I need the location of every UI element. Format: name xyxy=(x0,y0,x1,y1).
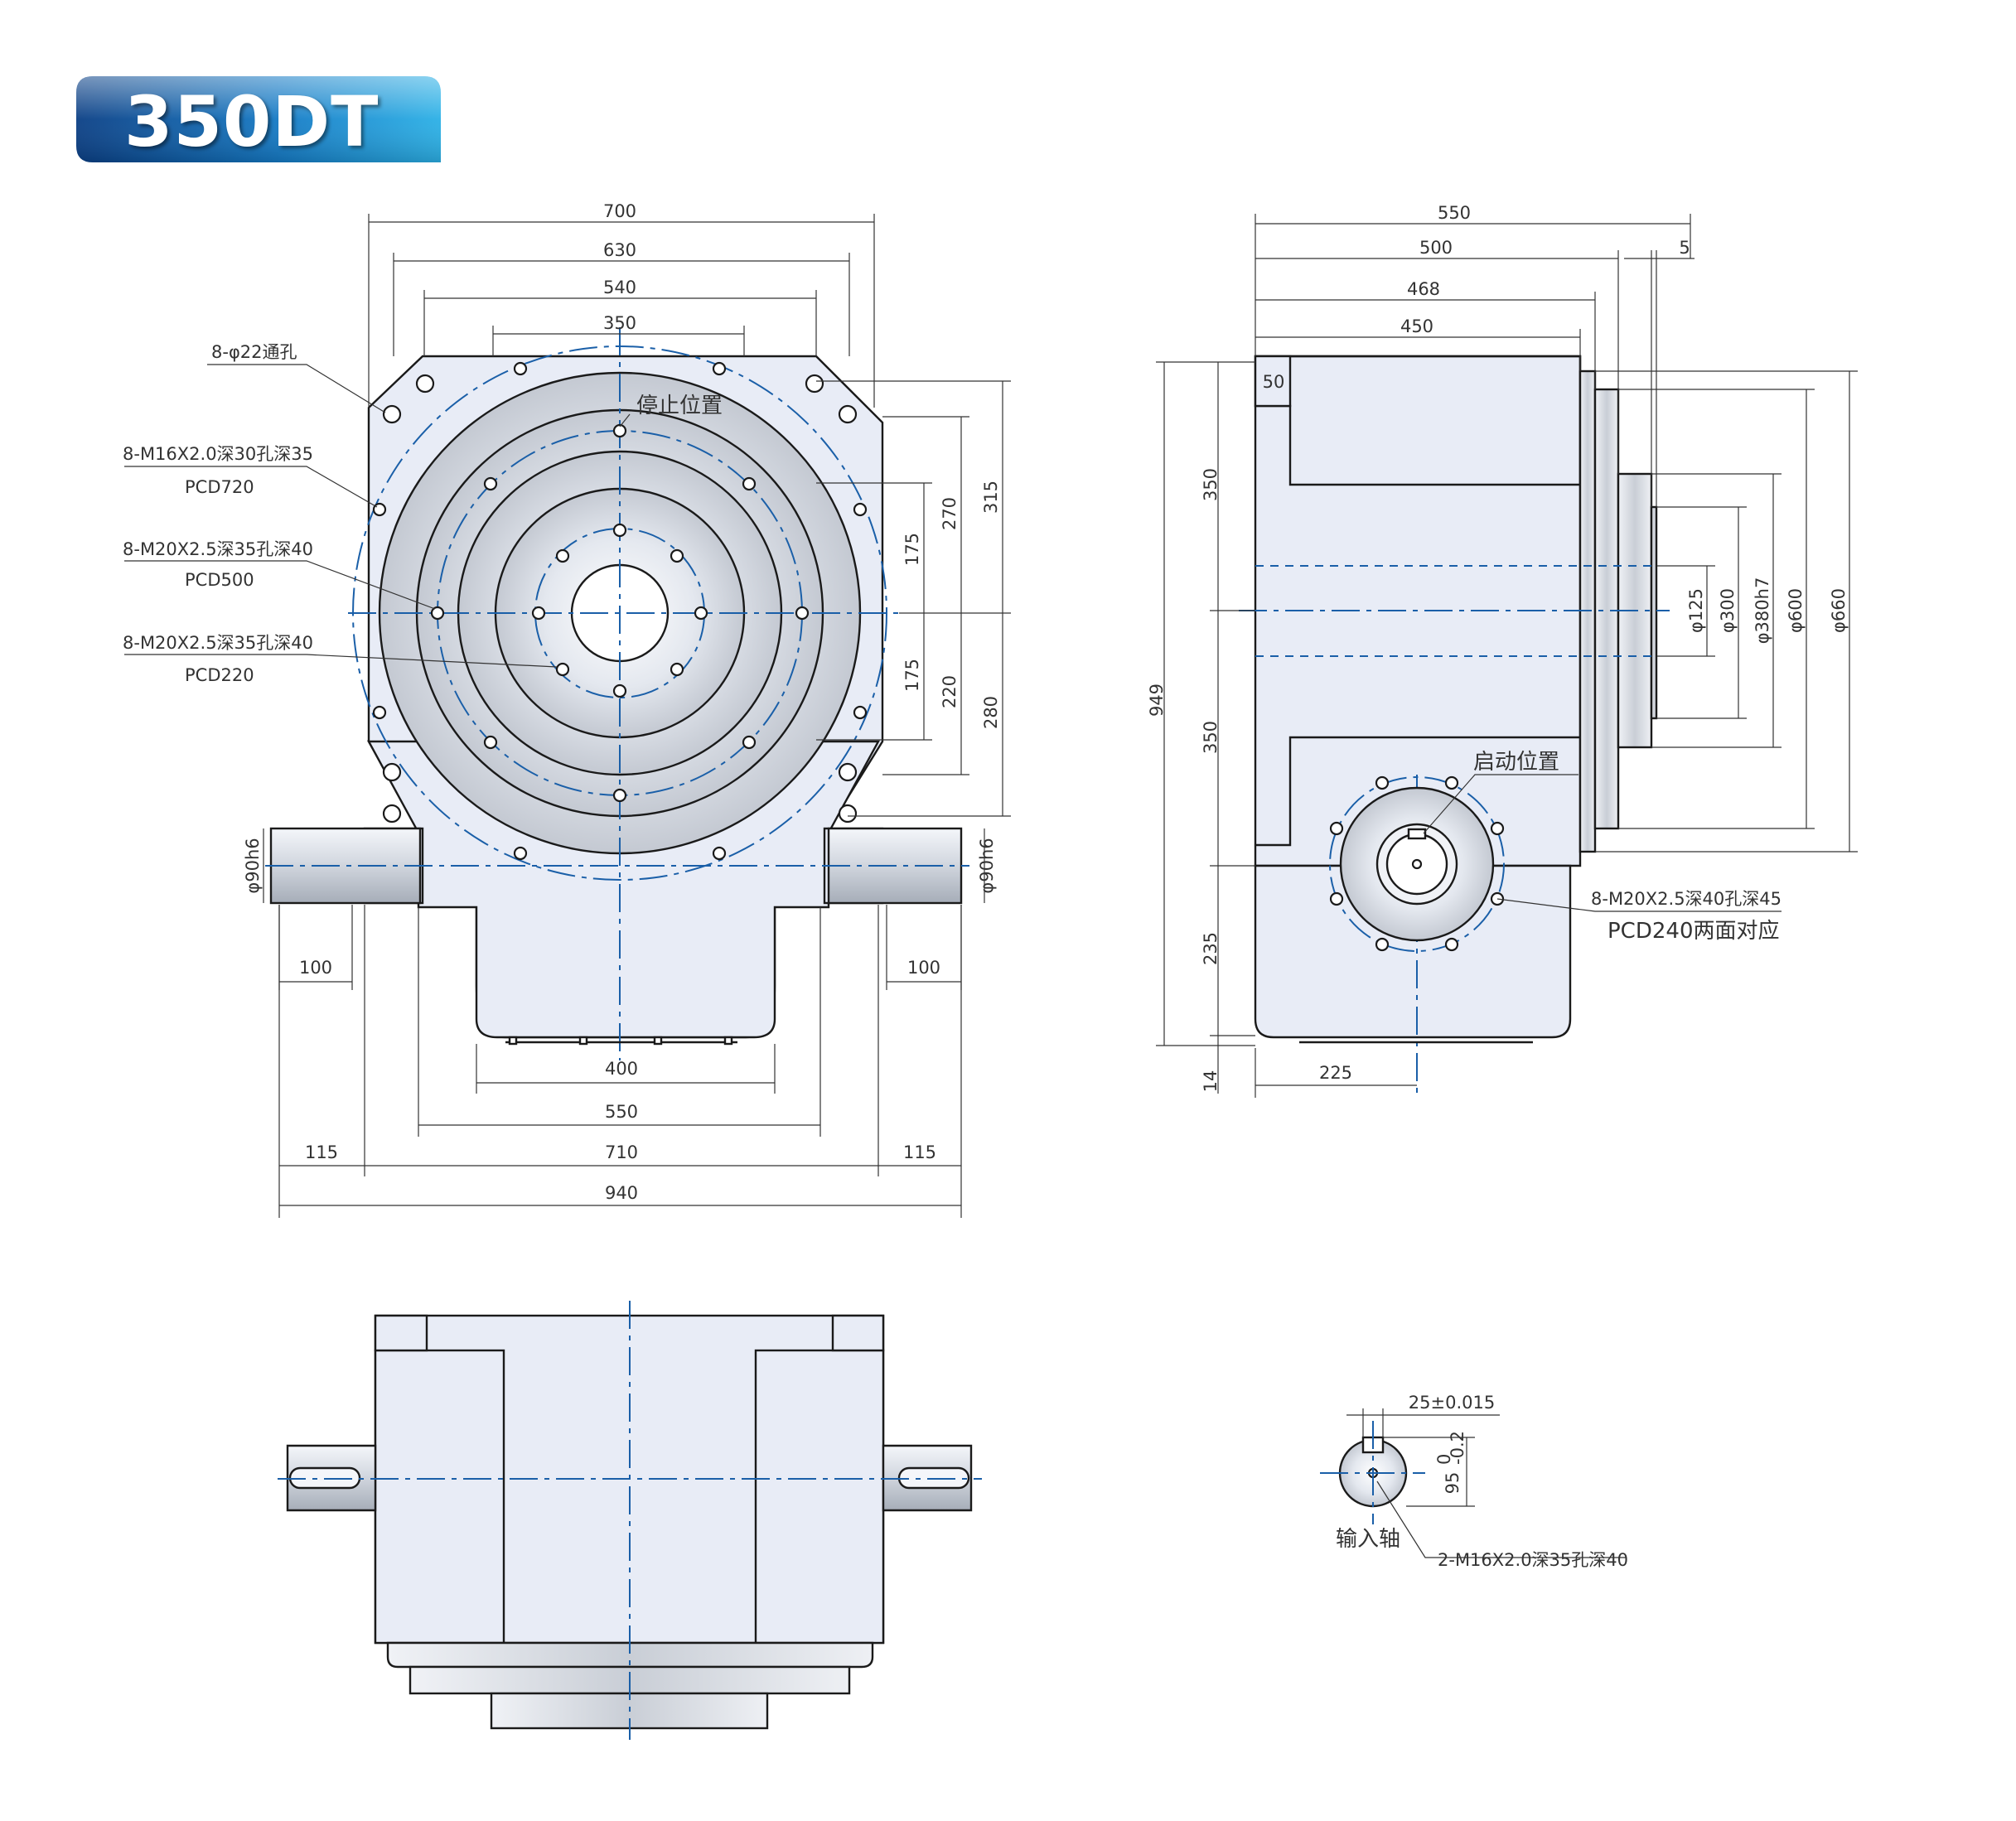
callout-through-holes: 8-φ22通孔 xyxy=(211,342,297,362)
dim-shaft-dia-right: φ90h6 xyxy=(977,838,997,893)
dim-dia-380h7: φ380h7 xyxy=(1753,577,1772,645)
dim-dia-300: φ300 xyxy=(1718,588,1738,633)
flange-2 xyxy=(1593,388,1620,830)
dim-270: 270 xyxy=(940,497,960,530)
dim-450-side: 450 xyxy=(1400,316,1433,336)
bottom-base-1 xyxy=(386,1641,874,1669)
detail-holes-callout: 2-M16X2.0深35孔深40 xyxy=(1438,1550,1628,1570)
dim-540: 540 xyxy=(603,278,636,297)
callout-side-holes: 8-M20X2.5深40孔深45 xyxy=(1591,889,1782,909)
side-corner-block xyxy=(1254,355,1292,408)
dim-949-side: 949 xyxy=(1147,683,1167,717)
dim-115-left: 115 xyxy=(305,1142,338,1162)
callout-m16-pcd: PCD720 xyxy=(185,477,254,497)
callout-m20-holes-a: 8-M20X2.5深35孔深40 xyxy=(123,539,313,559)
dim-14-side: 14 xyxy=(1201,1070,1221,1093)
bottom-feet xyxy=(505,1036,737,1046)
side-view: 550 500 468 450 5 50 350 350 235 14 949 … xyxy=(1147,203,1858,1098)
dim-350: 350 xyxy=(603,313,636,333)
dim-500-side: 500 xyxy=(1419,238,1453,258)
dim-550-side: 550 xyxy=(1438,203,1471,223)
detail-key-depth-tol-low: -0.2 xyxy=(1448,1431,1467,1465)
dim-940: 940 xyxy=(605,1183,638,1203)
dim-350-side-bottom: 350 xyxy=(1201,721,1221,754)
side-lower-step xyxy=(1255,736,1580,847)
callout-m20-pcd-b: PCD220 xyxy=(185,665,254,685)
dim-5-side: 5 xyxy=(1679,238,1690,258)
callout-side-pcd: PCD240两面对应 xyxy=(1607,919,1779,944)
through-holes xyxy=(382,374,858,824)
dim-350-side-top: 350 xyxy=(1201,468,1221,501)
dim-630: 630 xyxy=(603,240,636,260)
shaft-detail: 25±0.015 95 0 -0.2 输入轴 2-M16X2.0深35孔深40 xyxy=(1320,1393,1628,1570)
pcd500-holes xyxy=(430,423,810,803)
dim-315: 315 xyxy=(981,481,1001,514)
bottom-right-notch xyxy=(831,1314,885,1352)
flange-4 xyxy=(1650,505,1658,720)
dim-550: 550 xyxy=(605,1102,638,1122)
dim-175-top: 175 xyxy=(902,533,922,566)
dim-100-right: 100 xyxy=(907,958,940,978)
pcd720-holes xyxy=(372,361,868,861)
detail-key-width: 25±0.015 xyxy=(1409,1393,1495,1413)
pcd220-holes xyxy=(531,523,708,698)
dim-400: 400 xyxy=(605,1059,638,1079)
side-shaft-key xyxy=(1407,828,1427,840)
detail-key-depth-tol: 0 xyxy=(1434,1454,1454,1465)
dim-100-left: 100 xyxy=(299,958,332,978)
dim-220: 220 xyxy=(940,675,960,708)
dim-235-side: 235 xyxy=(1201,932,1221,965)
title-badge xyxy=(76,76,441,162)
dim-shaft-dia-left: φ90h6 xyxy=(243,838,263,893)
detail-key-depth: 95 xyxy=(1443,1472,1462,1495)
label-start-position: 启动位置 xyxy=(1473,750,1559,775)
dim-280: 280 xyxy=(981,696,1001,729)
bottom-left-block xyxy=(374,1349,505,1645)
dim-115-right: 115 xyxy=(903,1142,936,1162)
dim-700: 700 xyxy=(603,201,636,221)
page-title: 350DT xyxy=(124,81,380,162)
dim-468-side: 468 xyxy=(1407,279,1440,299)
dim-225-side: 225 xyxy=(1319,1063,1352,1083)
callout-m20-holes-b: 8-M20X2.5深35孔深40 xyxy=(123,633,313,653)
bottom-right-block xyxy=(754,1349,885,1645)
detail-label-input-shaft: 输入轴 xyxy=(1336,1527,1400,1552)
front-view: 700 630 540 350 175 270 315 175 220 280 xyxy=(123,201,1011,1218)
dim-dia-660: φ660 xyxy=(1829,588,1849,633)
dim-50-corner: 50 xyxy=(1263,372,1285,392)
side-pcd240-holes xyxy=(1329,775,1505,952)
bottom-left-notch xyxy=(374,1314,428,1352)
dim-175-bottom: 175 xyxy=(902,659,922,692)
dim-dia-600: φ600 xyxy=(1786,588,1806,633)
bottom-view xyxy=(278,1301,982,1740)
label-stop-position: 停止位置 xyxy=(636,394,723,418)
dim-710: 710 xyxy=(605,1142,638,1162)
callout-m16-holes: 8-M16X2.0深30孔深35 xyxy=(123,444,313,464)
side-pcd240 xyxy=(1329,776,1505,952)
callout-m20-pcd-a: PCD500 xyxy=(185,570,254,590)
dim-dia-125: φ125 xyxy=(1686,588,1706,633)
